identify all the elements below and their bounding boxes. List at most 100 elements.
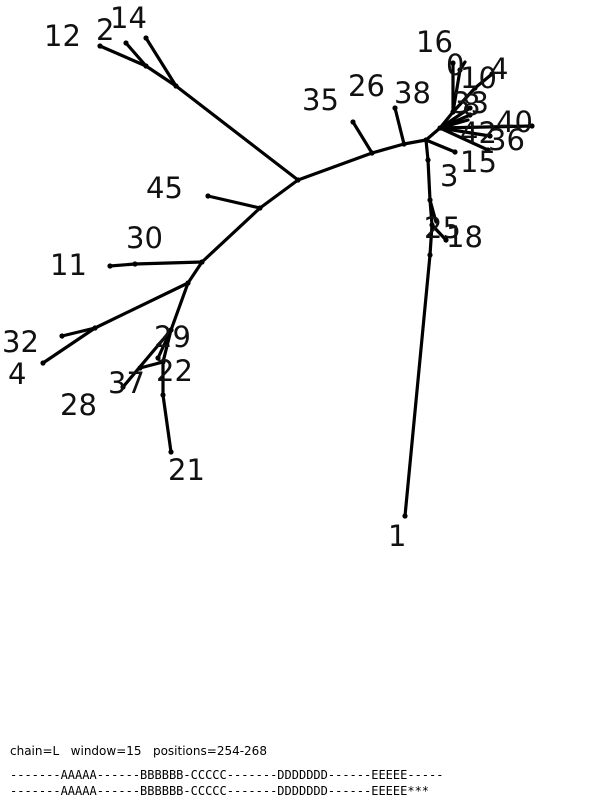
tree-branch: [428, 223, 434, 257]
tree-branch: [351, 120, 374, 155]
leaf-label: 2: [96, 13, 114, 47]
tree-branch: [200, 206, 262, 264]
tree-node: [160, 392, 166, 398]
tree-node: [168, 449, 174, 455]
tree-node: [467, 105, 473, 111]
tree-branch: [430, 223, 448, 242]
leaf-label: 36: [488, 123, 525, 157]
leaf-label: 42: [460, 116, 497, 150]
tree-node: [401, 141, 407, 147]
tree-branch: [451, 68, 462, 114]
tree-node: [155, 355, 161, 361]
tree-node: [120, 384, 126, 390]
tree-node: [529, 123, 535, 129]
leaf-label: 4: [490, 52, 508, 86]
leaf-label: 22: [156, 354, 193, 388]
tree-branch: [186, 260, 204, 285]
leaf-label: 3: [440, 159, 458, 193]
tree-branch: [133, 260, 204, 266]
leaf-label: 0: [446, 48, 464, 82]
leaf-label: 14: [110, 1, 147, 35]
tree-node: [402, 513, 408, 519]
tree-node: [143, 63, 149, 69]
tree-node: [450, 109, 456, 115]
tree-node: [143, 35, 149, 41]
leaf-label: 35: [302, 83, 339, 117]
tree-node: [443, 237, 449, 243]
sequence-line-2: -------AAAAA------BBBBBB-CCCCC-------DDD…: [10, 784, 430, 798]
tree-node: [168, 327, 174, 333]
tree-node: [132, 261, 138, 267]
tree-node: [295, 177, 301, 183]
tree-branch: [424, 126, 442, 142]
tree-node: [205, 193, 211, 199]
sequence-line-1: -------AAAAA------BBBBBB-CCCCC-------DDD…: [10, 768, 444, 782]
tree-node: [137, 365, 143, 371]
tree-branch: [451, 86, 477, 114]
tree-branch: [424, 138, 430, 162]
tree-branch: [169, 281, 190, 332]
tree-node: [452, 149, 458, 155]
leaf-label: 16: [416, 25, 453, 59]
tree-branch: [258, 178, 300, 210]
leaf-label: 28: [60, 388, 97, 422]
leaf-label: 38: [394, 76, 431, 110]
tree-branch: [156, 328, 173, 360]
parameters-line: chain=L window=15 positions=254-268: [10, 744, 267, 758]
tree-branch: [144, 64, 178, 88]
leaf-label: 4: [8, 357, 26, 391]
tree-node: [489, 71, 495, 77]
tree-branch: [98, 44, 148, 68]
tree-node: [450, 60, 456, 66]
tree-node: [173, 83, 179, 89]
tree-node: [92, 325, 98, 331]
tree-branch: [428, 198, 438, 224]
leaf-label: 21: [168, 453, 205, 487]
tree-branch: [426, 158, 432, 202]
tree-branch: [174, 84, 300, 182]
tree-branch: [438, 126, 492, 138]
tree-branch: [161, 393, 173, 454]
tree-node: [123, 40, 129, 46]
tree-node: [59, 333, 65, 339]
tree-branch: [60, 326, 97, 338]
leaf-label: 32: [2, 325, 39, 359]
tree-edges: [41, 36, 534, 518]
leaf-label: 37: [108, 366, 145, 400]
tree-node: [427, 197, 433, 203]
leaf-label: 18: [446, 220, 483, 254]
leaf-label: 33: [452, 86, 489, 120]
tree-node: [257, 205, 263, 211]
tree-branch: [403, 253, 432, 518]
tree-nodes: [40, 35, 535, 519]
tree-node: [425, 157, 431, 163]
tree-node: [427, 252, 433, 258]
tree-node: [199, 259, 205, 265]
tree-node: [429, 222, 435, 228]
tree-node: [350, 119, 356, 125]
tree-node: [160, 359, 166, 365]
tree-branch: [424, 138, 457, 154]
tree-branch: [438, 126, 490, 152]
tree-branch: [41, 326, 97, 365]
tree-branch: [296, 151, 374, 182]
leaf-label: 10: [460, 61, 497, 95]
tree-branch: [108, 262, 137, 268]
leaf-label: 40: [496, 105, 533, 139]
leaf-label: 25: [424, 211, 461, 245]
tree-branch: [121, 328, 173, 389]
tree-node: [423, 137, 429, 143]
tree-node: [107, 263, 113, 269]
tree-node: [185, 280, 191, 286]
tree-node: [392, 105, 398, 111]
leaf-label: 15: [460, 145, 497, 179]
tree-branch: [93, 281, 190, 330]
tree-branch: [144, 36, 178, 88]
tree-branch: [124, 41, 148, 68]
tree-node: [485, 147, 491, 153]
tree-branch: [473, 72, 494, 90]
leaf-label: 12: [44, 19, 81, 53]
leaf-label: 11: [50, 248, 87, 282]
